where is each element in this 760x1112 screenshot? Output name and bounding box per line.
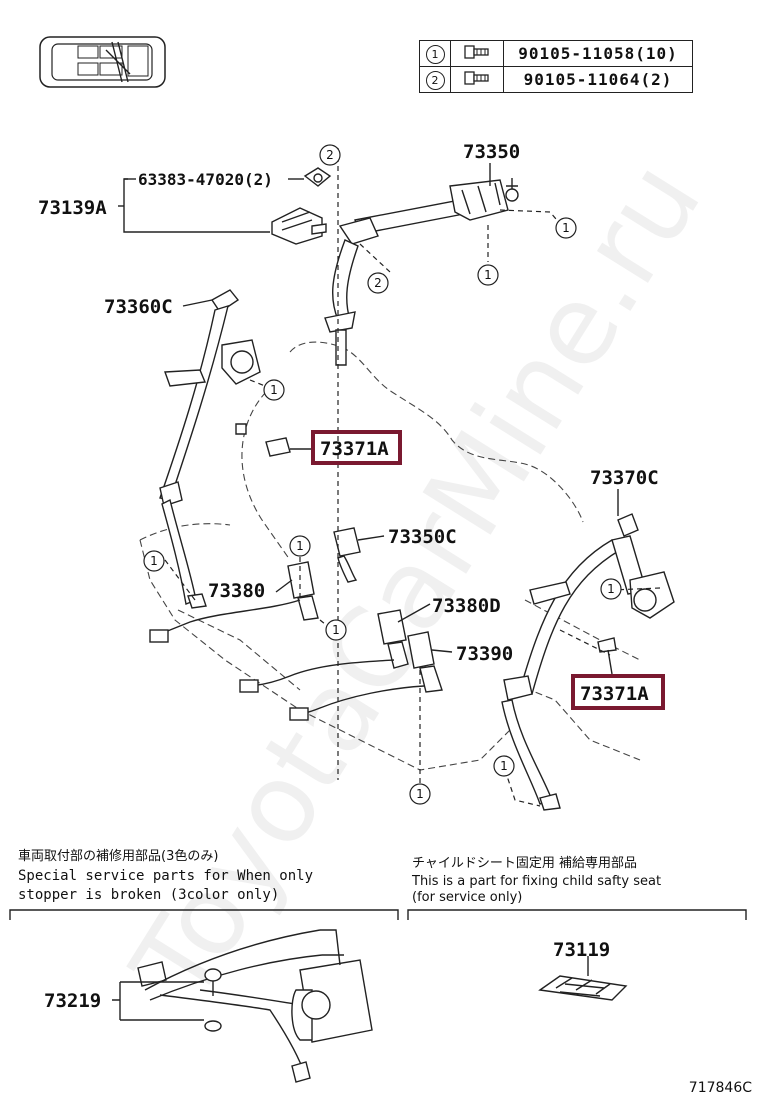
- svg-text:1: 1: [500, 759, 508, 773]
- callout-1-icon: 1: [263, 379, 285, 401]
- buckle-73350C: [333, 527, 361, 583]
- child-seat-part-73119-detail: [538, 956, 628, 1001]
- svg-text:2: 2: [374, 276, 382, 290]
- legend-row: 2 90105-11064(2): [419, 66, 693, 93]
- highlight-73371A-bottom: [571, 674, 665, 710]
- svg-text:1: 1: [607, 582, 615, 596]
- bolt-icon: [464, 44, 489, 59]
- svg-text:1: 1: [484, 268, 492, 282]
- label-73360C: 73360C: [104, 296, 173, 318]
- highlight-73371A-top: [311, 430, 402, 465]
- svg-text:1: 1: [296, 539, 304, 553]
- svg-text:1: 1: [562, 221, 570, 235]
- label-73370C: 73370C: [590, 467, 659, 489]
- stopper-73371A-top: [235, 423, 291, 457]
- buckle-73390: [289, 631, 443, 721]
- svg-text:1: 1: [332, 623, 340, 637]
- label-73139A: 73139A: [38, 197, 107, 219]
- buckle-73380: [149, 561, 319, 643]
- note-child-seat-jp: チャイルドシート固定用 補給専用部品: [412, 856, 638, 871]
- anchor-73139A: [271, 207, 327, 245]
- buckle-73380D: [239, 609, 409, 693]
- callout-1-icon: 1: [493, 755, 515, 777]
- note-child-seat-en-line2: (for service only): [412, 890, 523, 905]
- legend-row: 1 90105-11058(10): [419, 40, 693, 67]
- vehicle-body-outline: [139, 341, 641, 771]
- label-73371A-bottom: 73371A: [580, 683, 649, 705]
- svg-text:1: 1: [150, 554, 158, 568]
- bolt-icon: [464, 70, 489, 85]
- label-73371A-top: 73371A: [320, 438, 389, 460]
- callout-2-icon: 2: [319, 144, 341, 166]
- label-leaders: [118, 163, 619, 675]
- belt-73370C: [501, 513, 675, 811]
- label-73350: 73350: [463, 141, 520, 163]
- callout-1-icon: 1: [143, 550, 165, 572]
- callout-1-icon: 1: [600, 578, 622, 600]
- diagram-code: 717846C: [688, 1080, 752, 1096]
- callout-1-icon: 1: [477, 264, 499, 286]
- callout-number: 2: [425, 71, 445, 90]
- callout-1-icon: 1: [325, 619, 347, 641]
- callout-1-icon: 1: [289, 535, 311, 557]
- label-73390: 73390: [456, 643, 513, 665]
- vehicle-seat-map-icon: [39, 36, 166, 88]
- callout-markers: 2 2 1 1 1 1 1 1 1 1 1: [143, 144, 622, 805]
- label-73380D: 73380D: [432, 595, 501, 617]
- callout-1-icon: 1: [409, 783, 431, 805]
- note-child-seat-en-line1: This is a part for fixing child safty se…: [412, 874, 662, 889]
- legend-part-number: 90105-11058(10): [503, 40, 693, 67]
- note-child-seat-en: This is a part for fixing child safty se…: [412, 874, 732, 906]
- label-73380: 73380: [208, 580, 265, 602]
- label-63383-47020: 63383-47020(2): [138, 170, 273, 189]
- fastener-legend: 1 90105-11058(10) 2 90105-11064(2): [419, 40, 693, 93]
- svg-text:2: 2: [326, 148, 334, 162]
- label-73119: 73119: [553, 939, 610, 961]
- svg-text:1: 1: [416, 787, 424, 801]
- callout-2-icon: 2: [367, 272, 389, 294]
- center-belt-assembly: [303, 167, 519, 366]
- callout-number: 1: [425, 45, 445, 64]
- note-service-parts-jp: 車両取付部の補修用部品(3色のみ): [18, 849, 219, 864]
- note-service-parts-en: Special service parts for When only stop…: [18, 868, 314, 903]
- belt-73360C: [159, 289, 261, 609]
- section-divider: [9, 909, 747, 920]
- stopper-73219-detail: [112, 929, 373, 1083]
- callout-1-icon: 1: [555, 217, 577, 239]
- label-73350C: 73350C: [388, 526, 457, 548]
- legend-part-number: 90105-11064(2): [503, 66, 693, 93]
- svg-text:1: 1: [270, 383, 278, 397]
- label-73219: 73219: [44, 990, 101, 1012]
